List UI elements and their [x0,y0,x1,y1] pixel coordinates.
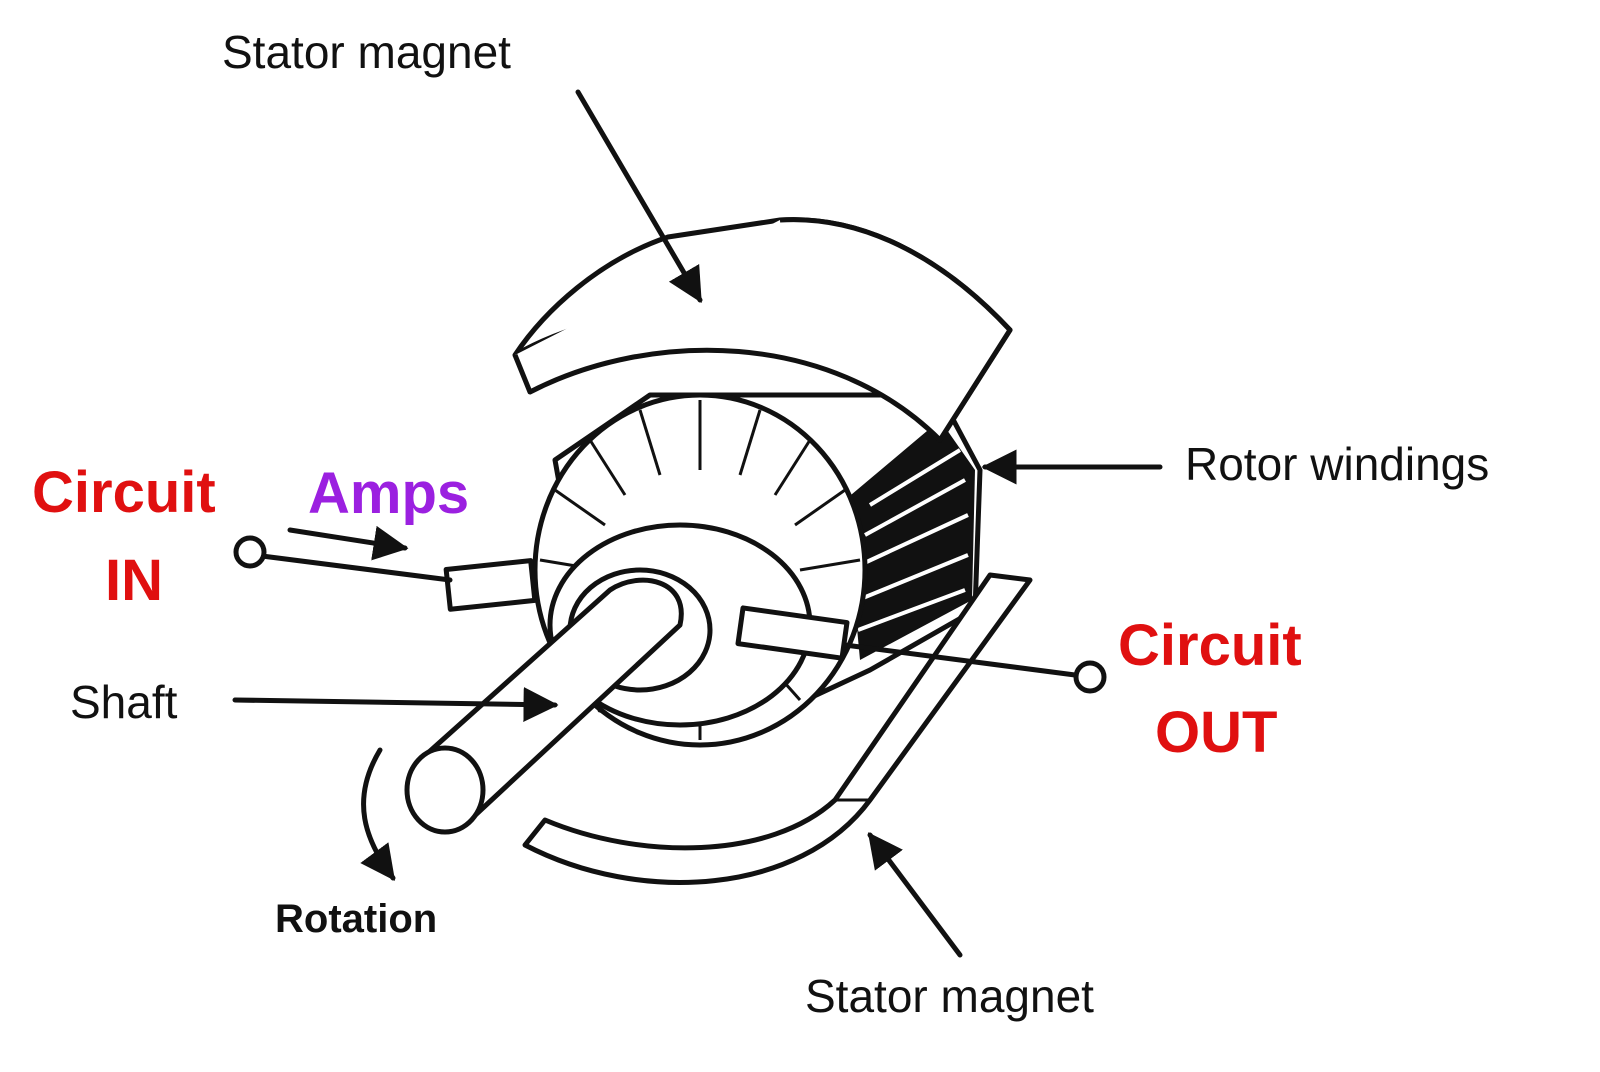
circuit-out-terminal [1073,660,1107,694]
rotation-label: Rotation [275,897,437,941]
circuit-in-label-line2: IN [105,548,163,613]
stator-magnet-bottom-label: Stator magnet [805,970,1094,1022]
stator-magnet-top-shape [512,217,1013,443]
circuit-out-label-line2: OUT [1155,700,1277,765]
circuit-in-wire [259,553,453,583]
rotor-windings-label: Rotor windings [1185,438,1489,490]
circuit-in-label-line1: Circuit [32,460,216,525]
stator-bottom-arrow [867,832,963,958]
circuit-out-wire [842,642,1078,678]
stator-magnet-top-label: Stator magnet [222,26,511,78]
shaft-label: Shaft [70,676,178,728]
shaft-arrow [232,687,559,723]
rotation-arrow [360,747,396,881]
amps-arrow [287,525,409,561]
amps-label: Amps [308,461,469,526]
brush-right [735,605,850,661]
stator-top-arrow [575,89,703,304]
circuit-out-label-line1: Circuit [1118,613,1302,678]
brush-left [443,558,538,612]
stator-magnet-bottom-shape [522,572,1033,885]
circuit-in-terminal [233,535,267,569]
